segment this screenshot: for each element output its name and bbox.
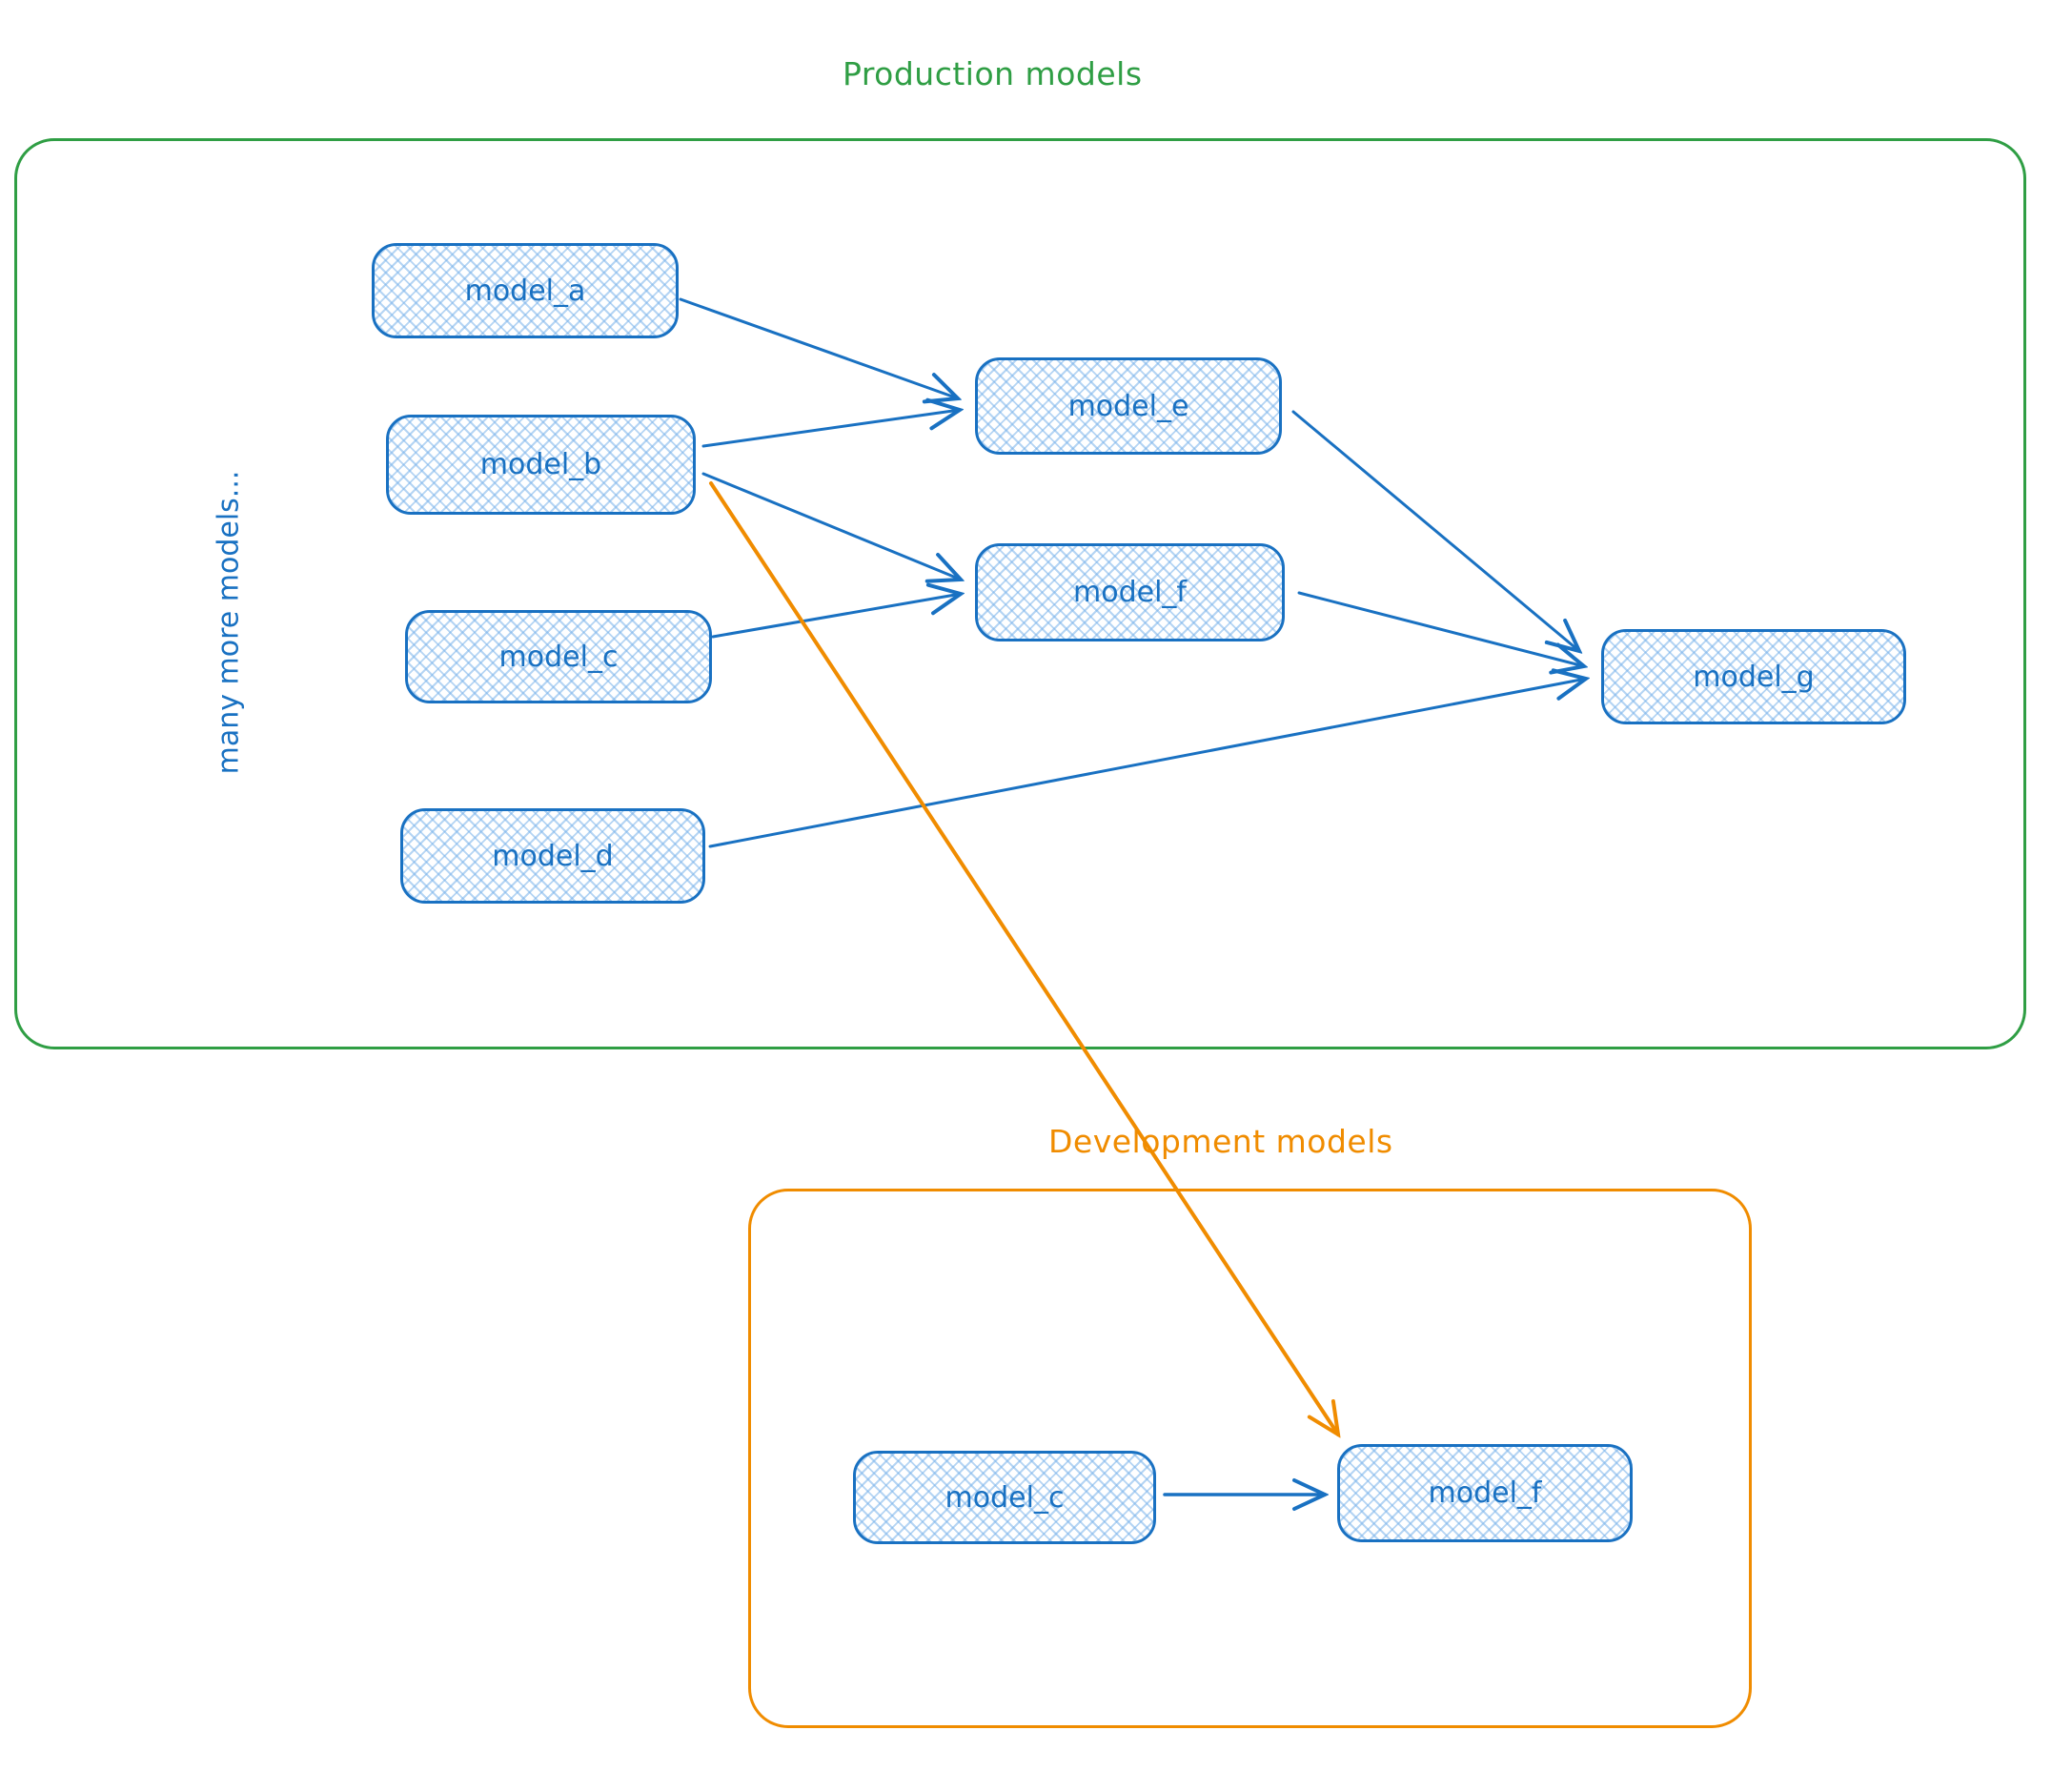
node-model-b: model_b [386, 415, 696, 515]
many-more-models-label: many more models... [212, 470, 246, 775]
development-group-title: Development models [1048, 1123, 1393, 1160]
node-dev-model-f: model_f [1337, 1444, 1633, 1542]
node-model-a-label: model_a [464, 274, 586, 308]
node-model-f-label: model_f [1073, 576, 1187, 609]
node-dev-model-c: model_c [853, 1451, 1156, 1544]
node-model-c: model_c [405, 610, 712, 703]
node-model-g-label: model_g [1693, 660, 1815, 694]
node-model-b-label: model_b [479, 448, 602, 481]
node-model-f: model_f [975, 543, 1285, 641]
node-model-a: model_a [372, 243, 679, 338]
node-model-e-label: model_e [1067, 389, 1189, 423]
node-model-e: model_e [975, 357, 1282, 455]
node-model-d: model_d [400, 808, 705, 904]
node-dev-model-c-label: model_c [945, 1480, 1065, 1515]
node-dev-model-f-label: model_f [1428, 1476, 1542, 1510]
node-model-c-label: model_c [498, 640, 619, 674]
node-model-d-label: model_d [492, 839, 614, 873]
node-model-g: model_g [1601, 629, 1906, 724]
production-group-title: Production models [843, 55, 1143, 92]
